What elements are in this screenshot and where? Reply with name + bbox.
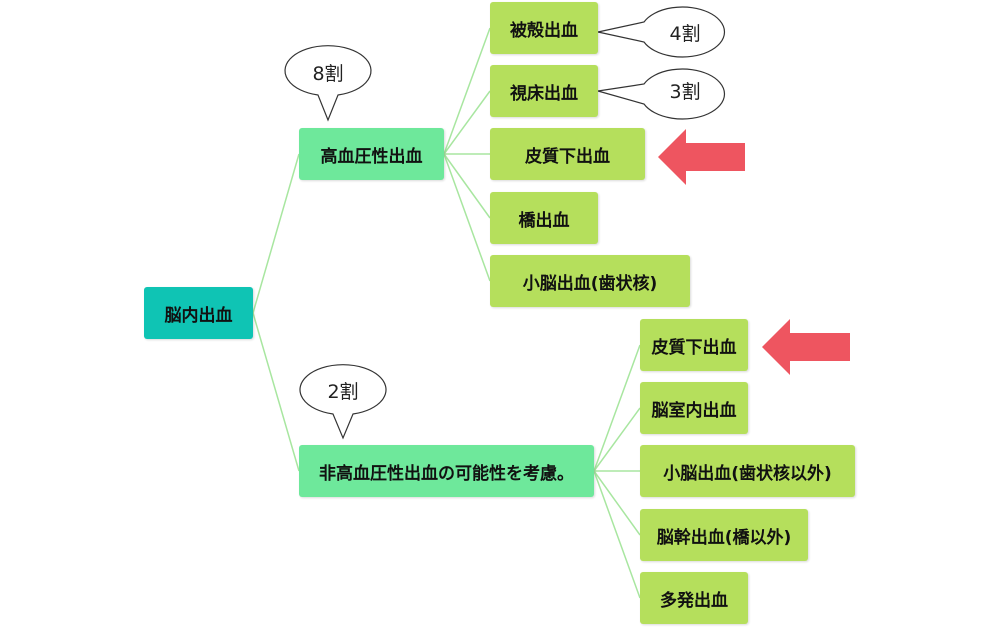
- ratio-bubble-hypertensive: [284, 45, 372, 122]
- ratio-bubble-putaminal: [597, 6, 726, 58]
- highlight-arrows: [658, 129, 850, 375]
- connector-nh-1: [593, 344, 641, 472]
- connector-ht-1: [443, 27, 491, 155]
- arrow-left-icon: [658, 129, 745, 185]
- leaf-thalamic: 視床出血: [490, 65, 598, 117]
- connector-nh-4: [593, 470, 641, 536]
- ratio-bubble-non-hypertensive: [299, 364, 387, 440]
- ratio-bubble-thalamic: [597, 68, 726, 120]
- connector-ht-4: [443, 153, 491, 219]
- leaf-intraventricular: 脳室内出血: [640, 382, 748, 434]
- leaf-brainstem-non-pontine: 脳幹出血(橋以外): [640, 509, 808, 561]
- ratio-text-thalamic: 3割: [669, 80, 701, 103]
- connector-root-hypertensive: [252, 153, 300, 314]
- leaf-putaminal: 被殻出血: [490, 2, 598, 54]
- connector-ht-5: [443, 153, 491, 282]
- branch-non-hypertensive: 非高血圧性出血の可能性を考慮。: [299, 445, 594, 497]
- connector-nh-5: [593, 470, 641, 599]
- leaf-pontine: 橋出血: [490, 192, 598, 244]
- root-node: 脳内出血: [144, 287, 253, 339]
- ratio-text-hypertensive: 8割: [312, 62, 344, 85]
- leaf-multiple: 多発出血: [640, 572, 748, 624]
- leaf-subcortical-ht: 皮質下出血: [490, 128, 645, 180]
- connector-root-non-hypertensive: [252, 312, 300, 472]
- connectors: [252, 27, 641, 599]
- connector-ht-2: [443, 90, 491, 155]
- arrow-left-icon: [762, 319, 850, 375]
- ratio-text-non-hypertensive: 2割: [327, 380, 359, 403]
- leaf-cerebellar-dentate: 小脳出血(歯状核): [490, 255, 690, 307]
- leaf-cerebellar-non-dentate: 小脳出血(歯状核以外): [640, 445, 855, 497]
- connector-nh-2: [593, 407, 641, 472]
- branch-hypertensive: 高血圧性出血: [299, 128, 444, 180]
- leaf-subcortical-nh: 皮質下出血: [640, 319, 748, 371]
- ratio-text-putaminal: 4割: [669, 22, 701, 45]
